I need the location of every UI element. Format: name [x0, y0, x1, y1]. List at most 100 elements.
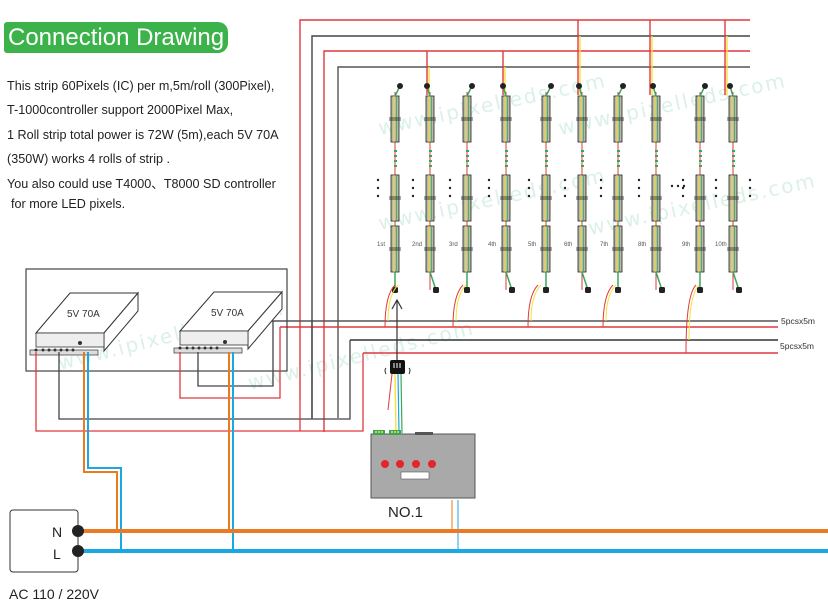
strip-connector-icon: [615, 287, 621, 293]
page-title: Connection Drawing: [4, 22, 228, 53]
strip-segment: [613, 174, 623, 222]
ellipsis-dot: [448, 186, 452, 190]
ellipsis-dot: [637, 194, 641, 198]
ellipsis-dot: [487, 186, 491, 190]
strip-segment: [462, 95, 472, 143]
controller-display: [400, 471, 430, 480]
button-set[interactable]: [428, 460, 436, 468]
watermark-text: www.ipixelleds.com: [376, 163, 608, 235]
strip-segment: [695, 225, 705, 273]
led-strip: 9th: [681, 83, 708, 293]
description-line: 1 Roll strip total power is 72W (5m),eac…: [7, 127, 279, 142]
strip-segment: [425, 225, 435, 273]
ellipsis-dot: [682, 184, 686, 188]
ellipsis-dot: [411, 178, 415, 182]
strip-segment: [501, 95, 511, 143]
ellipsis-dot: [714, 186, 718, 190]
arrow-up-icon: [391, 298, 403, 310]
description-line: This strip 60Pixels (IC) per m,5m/roll (…: [7, 79, 275, 93]
ellipsis-dot: [487, 178, 491, 182]
strip-segment: [390, 225, 400, 273]
ellipsis-dot: [599, 194, 603, 198]
ellipsis-dot: [681, 186, 685, 190]
strip-drop-wire: [452, 284, 464, 328]
ellipsis-dot: [637, 186, 641, 190]
strip-segment: [390, 174, 400, 222]
ac-source: N L AC 110 / 220V: [9, 509, 100, 602]
power-supply-2: 5V 70A: [173, 290, 284, 354]
ellipsis-dot: [670, 184, 674, 188]
strip-drop-wire: [688, 284, 700, 341]
button-mode[interactable]: [412, 460, 420, 468]
strip-label: 8th: [638, 242, 646, 248]
ellipsis-dot: [637, 178, 641, 182]
ellipsis-dot: [714, 178, 718, 182]
strip-segment: [651, 225, 661, 273]
ellipsis-dot: [487, 194, 491, 198]
strip-connector-icon: [585, 287, 591, 293]
strip-connector-icon: [543, 287, 549, 293]
description-line: You also could use T4000、T8000 SD contro…: [7, 176, 276, 191]
strip-connector-icon: [697, 287, 703, 293]
strip-connector-icon: [509, 287, 515, 293]
ellipsis-dot: [748, 178, 752, 182]
ac-source-label: AC 110 / 220V: [9, 586, 100, 602]
strip-connector-icon: [620, 83, 626, 89]
terminal-n: [72, 525, 84, 537]
strip-segment: [651, 95, 661, 143]
strip-segment: [501, 225, 511, 273]
strip-segment: [425, 174, 435, 222]
button-speed-plus[interactable]: [396, 460, 404, 468]
strip-segment: [541, 174, 551, 222]
strip-connector-icon: [576, 83, 582, 89]
ellipsis-dot: [748, 194, 752, 198]
strip-label: 6th: [564, 242, 572, 248]
strip-segment: [541, 95, 551, 143]
strip-label: 4th: [488, 242, 496, 248]
strip-segment: [695, 95, 705, 143]
strip-segment: [462, 225, 472, 273]
led-strip: 1st: [376, 83, 403, 293]
ellipsis-dot: [599, 186, 603, 190]
led-strip: 3rd: [448, 83, 475, 293]
power-supply-1: 5V 70A: [29, 291, 140, 356]
description: This strip 60Pixels (IC) per m,5m/roll (…: [7, 78, 307, 216]
ellipsis-dot: [681, 194, 685, 198]
strip-label: 5th: [528, 242, 536, 248]
ellipsis-dot: [563, 186, 567, 190]
strip-segment: [728, 95, 738, 143]
ellipsis-dot: [563, 194, 567, 198]
strip-segment: [390, 95, 400, 143]
strip-drop-wire: [602, 284, 614, 328]
ellipsis-dot: [714, 194, 718, 198]
led-strip: 10th: [714, 83, 742, 293]
strip-segment: [728, 174, 738, 222]
strip-segment: [425, 95, 435, 143]
strip-drop-wire: [527, 284, 539, 328]
ellipsis-dot: [411, 194, 415, 198]
ellipsis-dot: [448, 194, 452, 198]
strip-segment: [651, 174, 661, 222]
strip-connector-icon: [500, 83, 506, 89]
terminal-label-l: L: [53, 546, 61, 562]
power-supply-label: 5V 70A: [67, 309, 100, 320]
led-strip: 2nd: [411, 83, 439, 293]
strip-label: 10th: [715, 242, 727, 248]
strip-segment: [577, 95, 587, 143]
ellipsis-dot: [676, 184, 680, 188]
ellipsis-dot: [563, 178, 567, 182]
run-label: 5pcsx5m: [780, 341, 814, 351]
terminal-l: [72, 545, 84, 557]
strip-segment: [728, 225, 738, 273]
power-supply-label: 5V 70A: [211, 308, 244, 319]
ellipsis-dot: [411, 186, 415, 190]
description-line: for more LED pixels.: [11, 196, 126, 211]
button-speed-minus[interactable]: [381, 460, 389, 468]
power-wire-top-red-1: [299, 19, 750, 400]
ellipsis-dot: [527, 178, 531, 182]
strip-connector-icon: [736, 287, 742, 293]
strip-connector-icon: [650, 83, 656, 89]
strip-connector-icon: [659, 287, 665, 293]
